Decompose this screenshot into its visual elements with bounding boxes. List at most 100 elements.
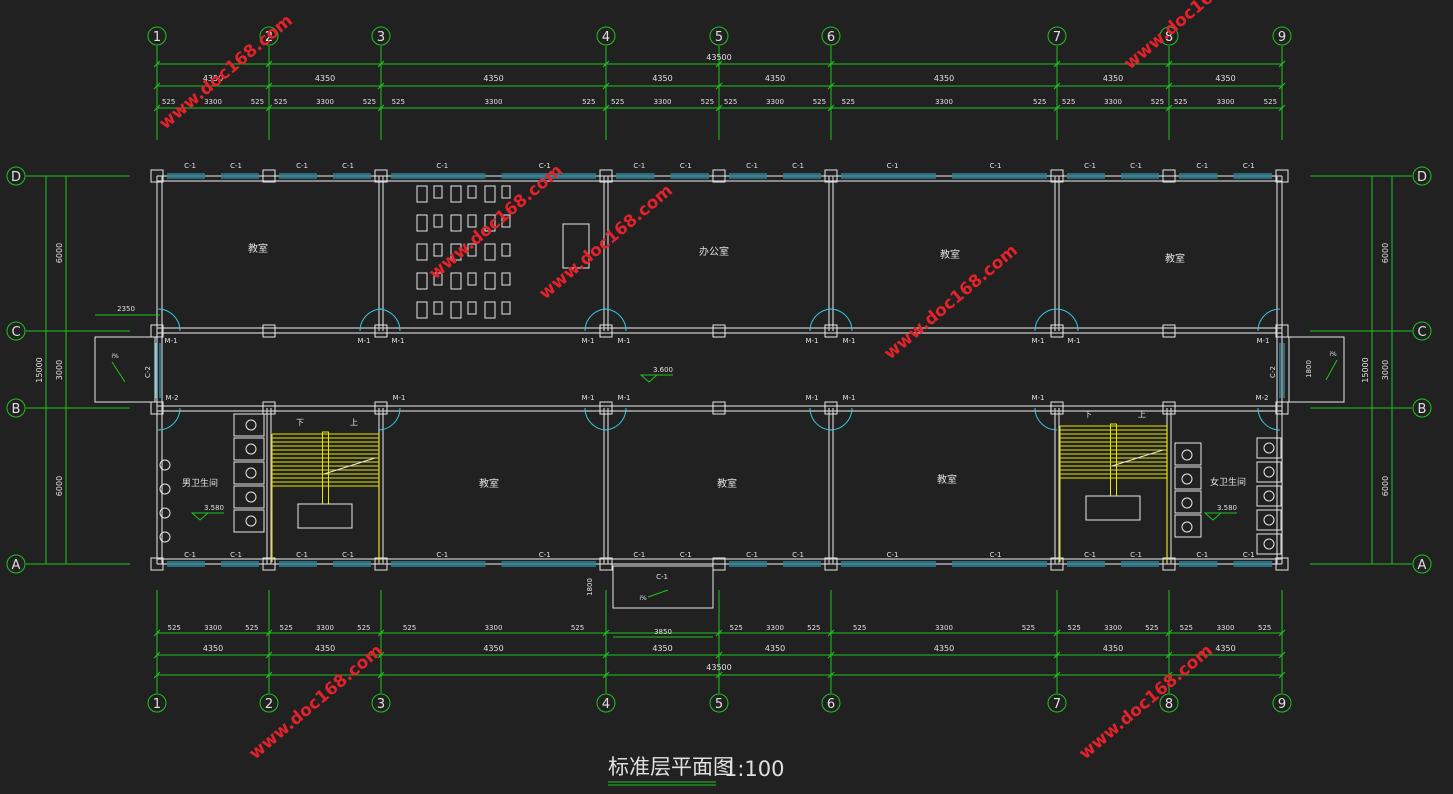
window-label: C-1 xyxy=(230,551,242,559)
desk xyxy=(501,243,511,257)
dim-tick xyxy=(715,671,723,679)
axis-label: 9 xyxy=(1278,30,1286,45)
dim-text-bay: 4350 xyxy=(203,74,223,83)
toilet xyxy=(1263,514,1275,526)
ramp-east xyxy=(1288,336,1345,403)
door-label: M-1 xyxy=(805,337,818,345)
dim-text-window: 3300 xyxy=(766,624,784,632)
column xyxy=(262,169,276,183)
slope-arrow xyxy=(647,589,669,598)
wc-stall-east xyxy=(1256,485,1282,507)
column xyxy=(1162,324,1176,338)
dim-text-pier: 525 xyxy=(403,624,416,632)
toilet xyxy=(1263,538,1275,550)
window-label: C-1 xyxy=(990,162,1002,170)
desk xyxy=(484,301,496,319)
axis-label: 3 xyxy=(377,30,385,45)
ramp-west xyxy=(94,336,156,403)
desk xyxy=(501,214,511,228)
axis-label: C xyxy=(1417,325,1426,340)
dim-tick xyxy=(1053,671,1061,679)
column xyxy=(712,401,726,415)
dim-text-pier: 525 xyxy=(162,98,175,106)
dim-tick xyxy=(265,104,273,112)
dim-tick xyxy=(377,82,385,90)
axis-label: 5 xyxy=(715,30,723,45)
dim-tick xyxy=(265,671,273,679)
dim-text-side: 3000 xyxy=(55,360,64,380)
door-swing xyxy=(584,308,608,332)
dim-tick xyxy=(1278,104,1286,112)
dim-tick xyxy=(265,629,273,637)
dim-tick xyxy=(153,60,161,68)
window-label: C-1 xyxy=(887,162,899,170)
dim-tick xyxy=(1165,60,1173,68)
column xyxy=(1275,401,1289,415)
dim-text-window: 3300 xyxy=(1104,624,1122,632)
dim-text-window: 3300 xyxy=(204,98,222,106)
elevation-label: 3.580 xyxy=(204,504,224,512)
door-label: M-1 xyxy=(1031,337,1044,345)
axis-bubble xyxy=(1272,26,1292,46)
dim-text-bay: 4350 xyxy=(934,74,954,83)
toilet xyxy=(245,443,257,455)
dim-text-pier: 525 xyxy=(1180,624,1193,632)
window-label: C-1 xyxy=(633,551,645,559)
axis-label: B xyxy=(12,402,21,417)
desk xyxy=(501,272,511,286)
dim-tick xyxy=(1053,629,1061,637)
axis-label: A xyxy=(12,558,21,573)
dim-text-window: 3300 xyxy=(204,624,222,632)
window-label: C-1 xyxy=(539,162,551,170)
dim-tick xyxy=(715,629,723,637)
stair-handrail xyxy=(322,431,329,505)
stair-landing xyxy=(297,503,353,529)
window-label: C-1 xyxy=(746,551,758,559)
door-swing xyxy=(1034,407,1058,431)
door-swing xyxy=(603,407,627,431)
urinal xyxy=(159,459,171,471)
dim-text-pier: 525 xyxy=(274,98,287,106)
dim-text-pier: 525 xyxy=(280,624,293,632)
slope-label: i% xyxy=(111,353,119,360)
dim-tick xyxy=(153,671,161,679)
dim-text-window: 3300 xyxy=(935,624,953,632)
column xyxy=(712,401,726,415)
dim-tick xyxy=(827,60,835,68)
window-label: C-1 xyxy=(184,551,196,559)
dim-text-pier: 525 xyxy=(853,624,866,632)
window-label: C-1 xyxy=(656,573,668,581)
axis-label: D xyxy=(1417,170,1427,185)
window-label: C-1 xyxy=(539,551,551,559)
column xyxy=(150,324,164,338)
desk xyxy=(501,301,511,315)
dim-text-total: 43500 xyxy=(706,663,731,672)
room-label: 办公室 xyxy=(699,245,729,258)
axis-bubble xyxy=(596,693,616,713)
window-label: C-1 xyxy=(1130,551,1142,559)
dim-text-pier: 525 xyxy=(730,624,743,632)
window-label: C-1 xyxy=(436,162,448,170)
axis-bubble xyxy=(6,321,26,341)
window-label: C-1 xyxy=(296,162,308,170)
window-label: C-1 xyxy=(184,162,196,170)
toilet xyxy=(1263,442,1275,454)
toilet xyxy=(1181,497,1193,509)
elevation-mark xyxy=(1203,512,1223,521)
door-swing xyxy=(829,308,853,332)
toilet xyxy=(1181,521,1193,533)
column xyxy=(1050,557,1064,571)
column xyxy=(712,557,726,571)
desk xyxy=(433,214,443,228)
desk xyxy=(450,243,462,261)
dim-text-window: 3300 xyxy=(316,624,334,632)
elevation-label: 3.600 xyxy=(653,366,673,374)
dim-text-pier: 525 xyxy=(1264,98,1277,106)
door-swing xyxy=(1257,308,1281,332)
column xyxy=(150,169,164,183)
axis-label: 4 xyxy=(602,30,610,45)
axis-bubble xyxy=(709,26,729,46)
wc-stall xyxy=(233,509,265,533)
column xyxy=(374,401,388,415)
dim-tick xyxy=(1053,82,1061,90)
